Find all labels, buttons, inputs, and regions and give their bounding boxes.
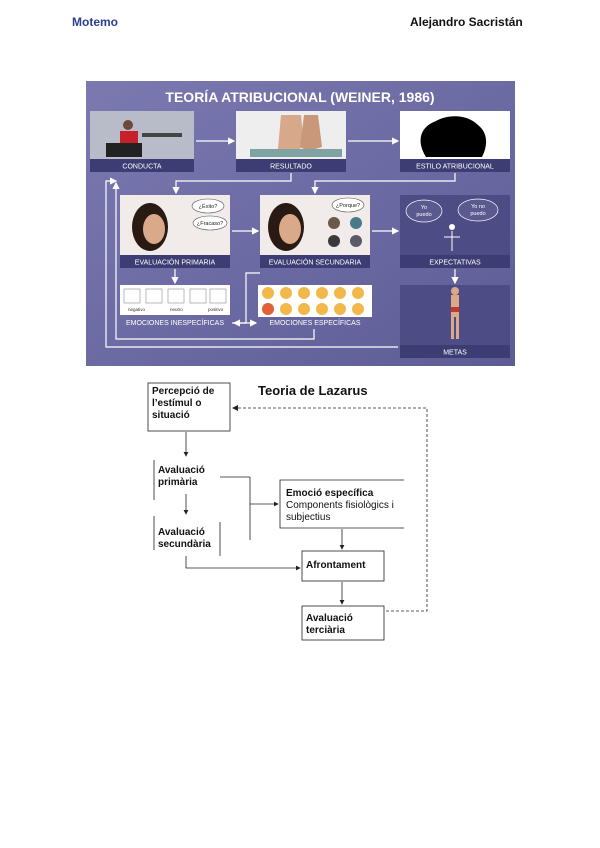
svg-text:Yo no: Yo no: [471, 204, 485, 210]
panel-metas: METAS: [400, 285, 510, 358]
svg-text:CONDUCTA: CONDUCTA: [122, 164, 161, 171]
svg-text:Yo: Yo: [421, 205, 427, 211]
svg-text:ESTILO ATRIBUCIONAL: ESTILO ATRIBUCIONAL: [416, 164, 494, 171]
lazarus-emocio: Emoció específica Components fisiològics…: [286, 488, 394, 523]
panel-eval-secundaria: ¿Porque? EVALUACIÓN SECUNDARIA: [260, 195, 370, 268]
svg-text:METAS: METAS: [443, 350, 467, 357]
header-right: Alejandro Sacristán: [410, 15, 523, 29]
lazarus-secundaria: Avaluació secundària: [158, 527, 211, 550]
svg-text:EVALUACIÓN SECUNDARIA: EVALUACIÓN SECUNDARIA: [269, 258, 362, 267]
panel-expectativas: Yo puedo Yo no puedo EXPECTATIVAS: [400, 195, 510, 268]
header-left: Motemo: [72, 15, 118, 29]
woman-icon: [451, 287, 459, 295]
lazarus-percepcio: Percepció de l’estímul o situació: [152, 386, 215, 421]
weiner-diagram: TEORÍA ATRIBUCIONAL (WEINER, 1986) CONDU…: [86, 81, 515, 366]
lazarus-title: Teoria de Lazarus: [258, 383, 368, 398]
svg-text:EVALUACIÓN PRIMARIA: EVALUACIÓN PRIMARIA: [135, 258, 216, 267]
weiner-title: TEORÍA ATRIBUCIONAL (WEINER, 1986): [165, 89, 434, 105]
person-icon: [123, 120, 133, 130]
svg-text:puedo: puedo: [416, 212, 431, 218]
panel-emociones-especificas: EMOCIONES ESPECÍFICAS: [258, 285, 372, 327]
panel-estilo: ESTILO ATRIBUCIONAL: [400, 111, 510, 172]
lazarus-primaria: Avaluació primària: [158, 465, 205, 488]
svg-text:negativo: negativo: [128, 307, 146, 312]
svg-text:EXPECTATIVAS: EXPECTATIVAS: [429, 260, 481, 267]
svg-text:EMOCIONES INESPECÍFICAS: EMOCIONES INESPECÍFICAS: [126, 318, 224, 327]
lazarus-terciaria: Avaluació terciària: [306, 613, 353, 636]
svg-text:EMOCIONES ESPECÍFICAS: EMOCIONES ESPECÍFICAS: [269, 318, 360, 327]
svg-text:¿Éxito?: ¿Éxito?: [199, 203, 218, 210]
svg-text:RESULTADO: RESULTADO: [270, 164, 312, 171]
lazarus-afrontament: Afrontament: [306, 560, 366, 571]
svg-text:¿Fracaso?: ¿Fracaso?: [197, 221, 223, 227]
panel-resultado: RESULTADO: [236, 111, 346, 172]
lazarus-lines: [147, 382, 428, 641]
svg-text:positivo: positivo: [208, 307, 224, 312]
panel-emociones-inespecificas: negativo neutro positivo EMOCIONES INESP…: [120, 285, 230, 327]
svg-text:¿Porque?: ¿Porque?: [336, 203, 360, 209]
svg-text:puedo: puedo: [470, 211, 485, 217]
panel-eval-primaria: ¿Éxito? ¿Fracaso? EVALUACIÓN PRIMARIA: [120, 195, 230, 268]
svg-text:neutro: neutro: [170, 307, 183, 312]
panel-conducta: CONDUCTA: [90, 111, 194, 172]
